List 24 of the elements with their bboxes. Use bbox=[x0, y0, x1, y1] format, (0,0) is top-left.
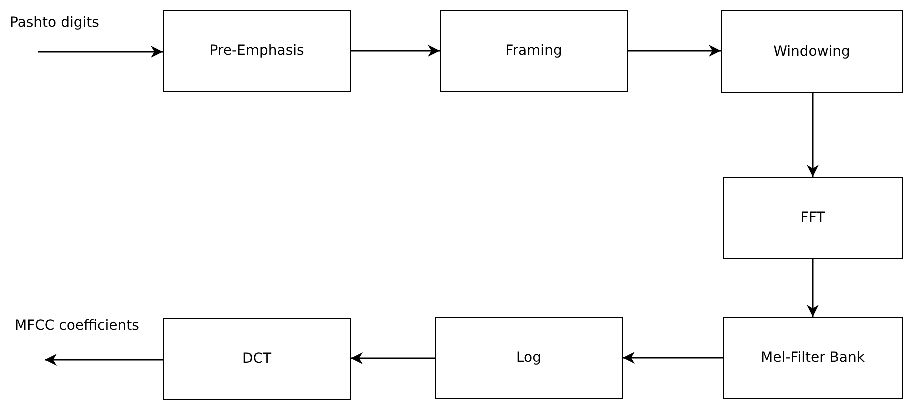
arrow bbox=[807, 93, 819, 177]
box-label: Pre-Emphasis bbox=[210, 43, 304, 59]
arrow bbox=[628, 45, 721, 57]
io-label: Pashto digits bbox=[10, 15, 100, 31]
arrow bbox=[38, 46, 163, 58]
box-label: Framing bbox=[506, 43, 562, 59]
box-label: FFT bbox=[800, 210, 826, 226]
box-label: Log bbox=[516, 350, 542, 366]
process-box bbox=[163, 10, 351, 92]
process-box bbox=[163, 318, 351, 400]
arrow bbox=[807, 259, 819, 317]
box-label: Mel-Filter Bank bbox=[761, 350, 865, 366]
arrow bbox=[45, 354, 163, 366]
io-label: MFCC coefficients bbox=[15, 318, 140, 334]
arrow bbox=[351, 45, 440, 57]
process-box bbox=[440, 10, 628, 92]
box-label: DCT bbox=[242, 351, 272, 367]
process-box bbox=[723, 317, 903, 399]
process-box bbox=[723, 177, 903, 259]
box-label: Windowing bbox=[774, 44, 850, 60]
arrow bbox=[623, 352, 723, 364]
arrow bbox=[351, 352, 435, 364]
process-box bbox=[435, 317, 623, 399]
process-box bbox=[721, 10, 903, 93]
